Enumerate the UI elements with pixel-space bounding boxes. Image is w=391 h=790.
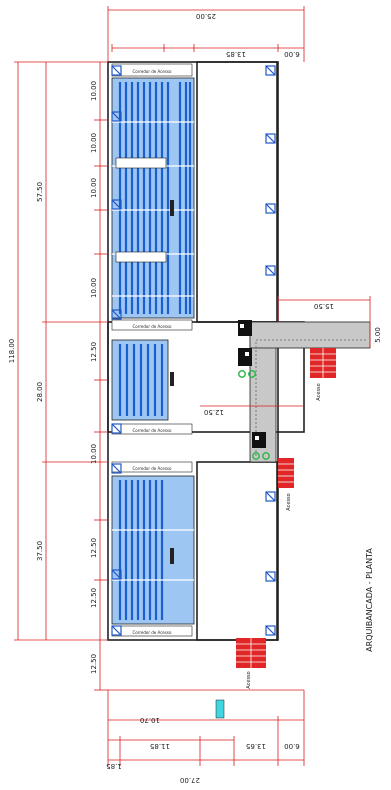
- dim-bottom-a: 1.85: [106, 762, 122, 770]
- dim-bay: 12.50: [90, 538, 98, 558]
- column-marker: [111, 423, 122, 434]
- dim-left-segment: 28.00: [36, 382, 44, 402]
- dim-bottom-b: 11.85: [150, 742, 170, 750]
- corridor-label: Corredor de Acesso: [133, 630, 173, 635]
- column-marker: [111, 111, 122, 122]
- corridor-label: Corredor de Acesso: [133, 324, 173, 329]
- seating-block-middle: [111, 339, 174, 421]
- acesso-label: Acesso: [286, 493, 292, 510]
- dimension-labels: 25.00 13.85 6.00 118.00 57.50 28.00 37.5…: [8, 12, 382, 784]
- dim-bay: 10.00: [90, 133, 98, 153]
- dim-left-segment: 57.50: [36, 182, 44, 202]
- dim-bay: 12.50: [90, 588, 98, 608]
- dim-bottom-c: 13.65: [246, 742, 266, 750]
- elevator-shaft: [238, 320, 266, 448]
- stair-block: [236, 638, 266, 668]
- drawing-title: ARQUIBANCADA - PLANTA: [365, 548, 374, 652]
- middle-bay-outline: [107, 321, 305, 433]
- column-marker: [111, 309, 122, 320]
- corridor-label: Corredor de Acesso: [133, 69, 173, 74]
- column-marker: [265, 571, 276, 582]
- seating-block-top: [111, 77, 195, 319]
- acesso-label: Acesso: [246, 671, 252, 688]
- lower-wing-outline: [196, 461, 278, 641]
- column-marker: [111, 625, 122, 636]
- dim-ramp-right: 5.00: [374, 327, 382, 343]
- dim-bottom-d: 6.00: [284, 742, 300, 750]
- dim-bay: 12.50: [90, 654, 98, 674]
- dim-total-height: 118.00: [8, 339, 16, 364]
- corridor-label: Corredor de Acesso: [133, 428, 173, 433]
- column-marker: [265, 65, 276, 76]
- dim-top-overall: 25.00: [196, 12, 216, 20]
- ramp-horizontal: [249, 321, 371, 349]
- dim-left-segment: 37.50: [36, 541, 44, 561]
- acesso-label: Acesso: [316, 383, 322, 400]
- stair-block: [278, 458, 294, 488]
- dim-bottom-overall: 27.00: [180, 776, 200, 784]
- upper-wing-outline: [196, 61, 278, 323]
- column-marker: [265, 265, 276, 276]
- dim-top-sub-right: 6.00: [284, 50, 300, 58]
- cyan-marker: [215, 699, 225, 719]
- dim-ramp-width: 15.50: [314, 302, 334, 310]
- dim-bay: 10.00: [90, 444, 98, 464]
- circulation-core: Acesso Acesso Acesso: [215, 320, 371, 719]
- dim-bay: 10.00: [90, 278, 98, 298]
- dim-bottom-inner: 10.70: [140, 716, 160, 724]
- column-marker: [111, 65, 122, 76]
- column-marker: [265, 203, 276, 214]
- column-marker: [111, 199, 122, 210]
- seating-block-bottom: [111, 475, 195, 625]
- structural-columns: [111, 65, 276, 636]
- column-marker: [265, 133, 276, 144]
- column-marker: [111, 463, 122, 474]
- dimension-lines: [14, 6, 371, 766]
- dim-bay: 10.00: [90, 81, 98, 101]
- green-markers: [238, 370, 270, 460]
- corridor-label: Corredor de Acesso: [133, 466, 173, 471]
- column-marker: [111, 569, 122, 580]
- dim-middle-span: 12.50: [204, 408, 224, 416]
- column-marker: [265, 491, 276, 502]
- column-marker: [265, 625, 276, 636]
- dim-bay: 10.00: [90, 178, 98, 198]
- dim-top-sub-main: 13.85: [226, 50, 246, 58]
- stair-block: [310, 348, 336, 378]
- dim-bay: 12.50: [90, 342, 98, 362]
